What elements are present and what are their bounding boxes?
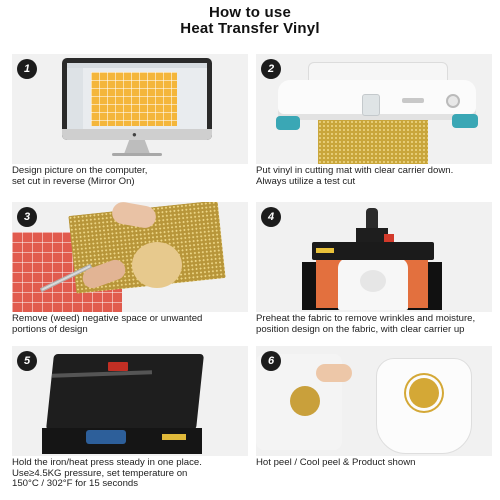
weeded-sun-shape — [132, 242, 182, 288]
monitor-screen — [67, 63, 207, 129]
monitor-stand — [124, 140, 150, 154]
step-4-badge: 4 — [261, 207, 281, 227]
step-3-badge: 3 — [17, 207, 37, 227]
computer-monitor: ● — [62, 58, 212, 140]
step-6-caption: Hot peel / Cool peel & Product shown — [256, 457, 416, 468]
step-3-image: 3 — [12, 202, 248, 312]
design-mat-preview — [91, 72, 177, 126]
hand — [316, 364, 352, 382]
press-grip — [86, 430, 126, 444]
gold-sun-transfer — [290, 386, 320, 416]
page-title-line-1: How to use — [208, 4, 291, 21]
step-6-badge: 6 — [261, 351, 281, 371]
step-4-image: 4 — [256, 202, 492, 312]
sun-design-icon — [409, 378, 439, 408]
transfer-design — [360, 270, 386, 292]
apple-logo-icon: ● — [132, 130, 137, 139]
step-3-caption: Remove (weed) negative space or unwanted… — [12, 313, 203, 335]
heat-press-top — [312, 242, 434, 260]
step-2-caption: Put vinyl in cutting mat with clear carr… — [256, 165, 454, 187]
page-title-line-2: Heat Transfer Vinyl — [180, 20, 320, 37]
step-4-caption: Preheat the fabric to remove wrinkles an… — [256, 313, 476, 335]
step-5-badge: 5 — [17, 351, 37, 371]
step-1-badge: 1 — [17, 59, 37, 79]
dial-knob-icon — [446, 94, 460, 108]
step-2-image: 2 — [256, 54, 492, 164]
step-2-badge: 2 — [261, 59, 281, 79]
step-5-image: 5 — [12, 346, 248, 456]
cutter-carriage — [362, 94, 380, 116]
temperature-display — [108, 362, 128, 371]
step-6-image: 6 — [256, 346, 492, 456]
press-handle — [366, 208, 378, 232]
step-5-caption: Hold the iron/heat press steady in one p… — [12, 457, 202, 489]
step-1-caption: Design picture on the computer, set cut … — [12, 165, 148, 187]
glitter-vinyl-sheet — [318, 120, 428, 164]
step-1-image: 1 ● — [12, 54, 248, 164]
